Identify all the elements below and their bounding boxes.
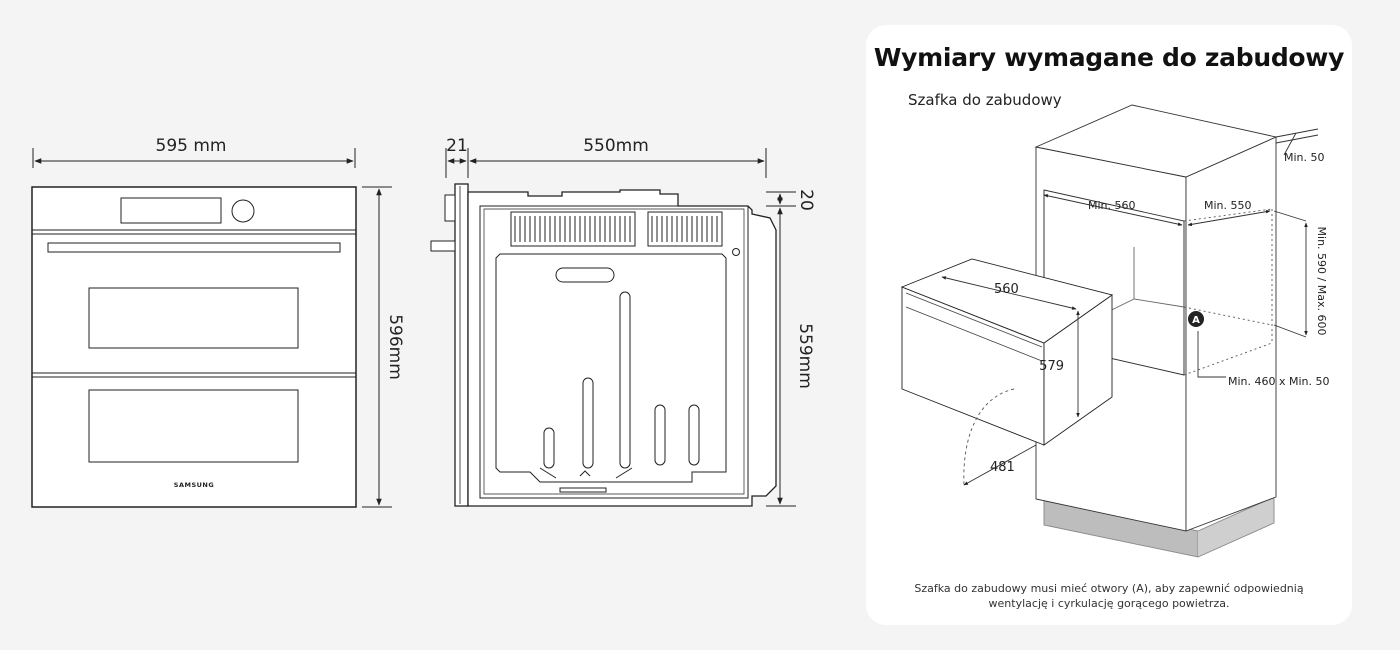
door-thickness-label: 21 (446, 136, 468, 156)
side-height-label: 559mm (795, 323, 815, 389)
install-subtitle: Szafka do zabudowy (908, 91, 1062, 109)
door-handle (47, 242, 341, 253)
oven-technical-drawing: 595 mm SAMSUNG 596mm 21 550mm (31, 136, 816, 508)
installation-diagram: A Min. 50 Min. 560 Min. 550 Min. 590 / M… (900, 104, 1330, 558)
installation-card: A Min. 50 Min. 560 Min. 550 Min. 590 / M… (866, 25, 1352, 625)
cabinet-side (1185, 136, 1277, 532)
label-oven-481: 481 (990, 460, 1015, 475)
front-width-label: 595 mm (156, 136, 227, 156)
label-min-590-max-600: Min. 590 / Max. 600 (1315, 227, 1328, 336)
install-note: Szafka do zabudowy musi mieć otwory (A),… (914, 582, 1304, 610)
label-min-550: Min. 550 (1204, 199, 1252, 212)
lower-door-window (88, 389, 299, 463)
label-min-50-top: Min. 50 (1284, 151, 1325, 164)
side-view: 21 550mm (430, 136, 816, 507)
install-title: Wymiary wymagane do zabudowy (873, 43, 1345, 72)
opening-a-marker (1188, 311, 1204, 327)
side-door-panel (454, 183, 469, 507)
side-vent-grill (510, 211, 723, 247)
opening-a-letter: A (1192, 315, 1200, 326)
top-offset-label: 20 (796, 189, 816, 211)
label-oven-579: 579 (1039, 359, 1064, 374)
label-min-460-min-50: Min. 460 x Min. 50 (1228, 375, 1330, 388)
label-oven-560: 560 (994, 282, 1019, 297)
side-handle-stub (430, 240, 456, 252)
control-knob (231, 199, 255, 223)
side-body-outline (467, 189, 777, 507)
control-display (120, 197, 222, 224)
front-view: 595 mm SAMSUNG 596mm (31, 136, 405, 508)
brand-logo: SAMSUNG (174, 481, 214, 489)
depth-label: 550mm (583, 136, 649, 156)
upper-door-window (88, 287, 299, 349)
front-height-label: 596mm (385, 314, 405, 380)
label-min-560: Min. 560 (1088, 199, 1136, 212)
